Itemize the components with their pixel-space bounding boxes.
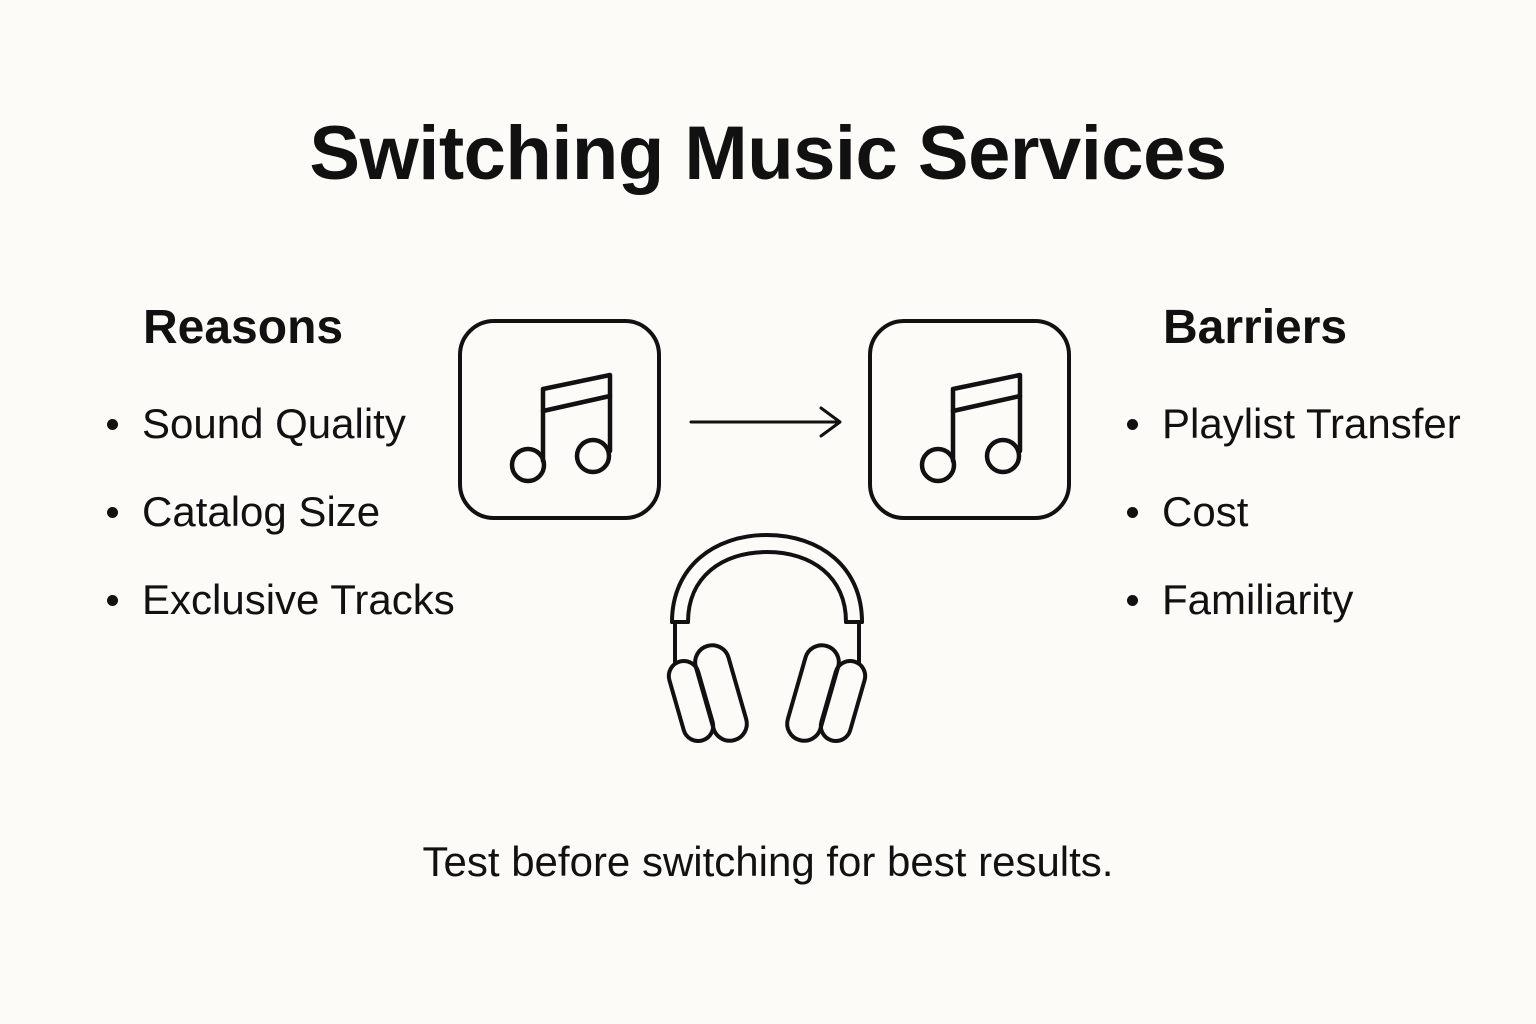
- headphones-icon: [666, 533, 868, 743]
- list-item: Exclusive Tracks: [107, 556, 455, 644]
- footer-tip: Test before switching for best results.: [422, 838, 1114, 885]
- list-item: Sound Quality: [107, 380, 455, 468]
- reasons-heading: Reasons: [143, 301, 344, 354]
- music-note-app-icon: [458, 319, 661, 520]
- list-item: Playlist Transfer: [1127, 380, 1461, 468]
- list-item: Catalog Size: [107, 468, 455, 556]
- barrier-label: Playlist Transfer: [1162, 400, 1461, 447]
- bullet-icon: [1127, 595, 1138, 606]
- bullet-icon: [1127, 507, 1138, 518]
- music-note-app-icon: [868, 319, 1071, 520]
- list-item: Cost: [1127, 468, 1461, 556]
- barrier-label: Cost: [1162, 488, 1249, 535]
- reason-label: Catalog Size: [142, 488, 381, 535]
- bullet-icon: [107, 595, 118, 606]
- arrow-right-icon: [689, 406, 842, 438]
- bullet-icon: [1127, 419, 1138, 430]
- list-item: Familiarity: [1127, 556, 1461, 644]
- reason-label: Exclusive Tracks: [142, 576, 455, 623]
- bullet-icon: [107, 507, 118, 518]
- reason-label: Sound Quality: [142, 400, 406, 447]
- barriers-list: Playlist Transfer Cost Familiarity: [1127, 380, 1461, 644]
- reasons-list: Sound Quality Catalog Size Exclusive Tra…: [107, 380, 455, 644]
- bullet-icon: [107, 419, 118, 430]
- page-title: Switching Music Services: [309, 111, 1227, 196]
- barriers-heading: Barriers: [1163, 301, 1348, 354]
- barrier-label: Familiarity: [1162, 576, 1354, 623]
